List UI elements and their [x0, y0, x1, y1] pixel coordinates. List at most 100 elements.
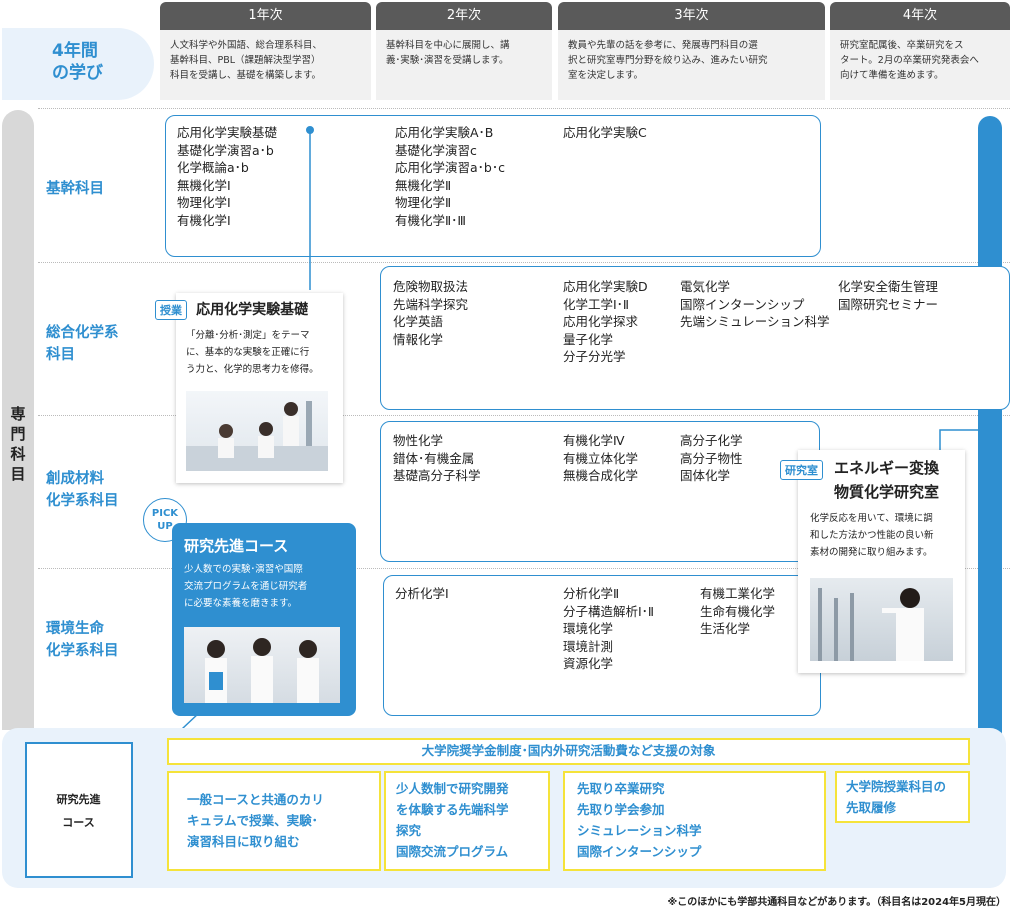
pickup-class-title: 応用化学実験基礎 [196, 302, 309, 318]
pickup-class-card: 授業 応用化学実験基礎 「分離･分析･測定」をテーマ に、基本的な実験を正確に行… [155, 293, 343, 483]
advanced-box-line: 探究 [396, 823, 422, 838]
class-lab-photo [186, 391, 328, 471]
pickup-lab-card: 研究室 エネルギー変換 物質化学研究室 化学反応を用いて、環境に調 和した方法か… [780, 450, 965, 673]
course-item: 分析化学Ⅱ [563, 586, 620, 601]
course-item: 分析化学Ⅰ [395, 586, 449, 601]
side-label-char: 門 [10, 425, 26, 443]
course-item: 化学英語 [393, 314, 444, 329]
year-4-label: 4年次 [902, 8, 938, 23]
course-item: 物理化学Ⅰ [177, 195, 231, 210]
row-divider [38, 415, 1010, 416]
course-item: 資源化学 [563, 656, 614, 671]
advanced-box-line: 国際交流プログラム [396, 844, 509, 859]
core-year3-list: 応用化学実験C [563, 124, 647, 142]
row-label-environmental-chemistry: 環境生命化学系科目 [46, 618, 119, 662]
pickup-class-header: 授業 応用化学実験基礎 [155, 299, 308, 320]
advanced-box-line: 大学院授業科目の [846, 779, 947, 794]
course-item: 分子分光学 [563, 349, 626, 364]
core-subjects-box [165, 115, 821, 257]
course-item: 固体化学 [680, 468, 731, 483]
materials-year2-list: 物性化学錯体･有機金属基礎高分子科学 [393, 432, 481, 485]
course-item: 有機工業化学 [700, 586, 776, 601]
pickup-class-text: 「分離･分析･測定」をテーマ に、基本的な実験を正確に行 う力と、化学的思考力を… [186, 327, 338, 378]
course-item: 無機化学Ⅱ [395, 177, 452, 193]
row-divider [38, 108, 1010, 109]
pickup-lab-title-line: 物質化学研究室 [834, 483, 940, 501]
specialized-subjects-band [2, 110, 34, 730]
year-4-desc: 研究室配属後、卒業研究をス タート。2月の卒業研究発表会へ 向けて準備を進めます… [830, 30, 1010, 100]
advanced-box-line: 先取り学会参加 [577, 802, 665, 817]
row-divider [38, 568, 1010, 569]
year-3-desc-line: 教員や先輩の話を参考に、発展専門科目の選 [568, 40, 758, 51]
year-4-desc-line: 研究室配属後、卒業研究をス [840, 40, 964, 51]
year-2-desc: 基幹科目を中心に展開し、講 義･実験･演習を受講します。 [376, 30, 552, 100]
year-2-label: 2年次 [446, 8, 482, 23]
general-year2-list: 危険物取扱法先端科学探究化学英語情報化学 [393, 278, 468, 348]
year-3-tab: 3年次 [558, 2, 825, 30]
year-3-desc: 教員や先輩の話を参考に、発展専門科目の選 択と研究室専門分野を絞り込み、進みたい… [558, 30, 825, 100]
environmental-year2-list: 分析化学Ⅰ [395, 585, 449, 603]
year-2-tab: 2年次 [376, 2, 552, 30]
row-divider [38, 262, 1010, 263]
specialized-subjects-label: 専門科目 [2, 404, 34, 484]
course-item: 応用化学実験D [563, 279, 648, 294]
year-1-desc: 人文科学や外国語、総合理系科目、 基幹科目、PBL（課題解決型学習） 科目を受講… [160, 30, 371, 100]
course-item: 分子構造解析Ⅰ･Ⅱ [563, 603, 655, 619]
pickup-course-text-line: 少人数での実験･演習や国際 [184, 564, 303, 575]
year-1-label: 1年次 [248, 8, 283, 23]
pickup-lab-text: 化学反応を用いて、環境に調 和した方法かつ性能の良い新 素材の開発に取り組みます… [810, 510, 960, 561]
advanced-box-line: 先取履修 [846, 800, 897, 815]
advanced-box-line: を体験する先端科学 [396, 802, 509, 817]
pickup-lab-text-line: 和した方法かつ性能の良い新 [810, 530, 934, 541]
advanced-course-label-line: 研究先進 [56, 793, 101, 806]
pickup-lab-header: 研究室 [780, 458, 823, 480]
year-1-desc-line: 人文科学や外国語、総合理系科目、 [170, 40, 323, 51]
support-banner: 大学院奨学金制度･国内外研究活動費など支援の対象 [167, 738, 970, 765]
course-item: 環境計測 [563, 638, 614, 654]
course-item: 基礎化学演習a･b [177, 142, 274, 158]
pickup-lab-text-line: 素材の開発に取り組みます。 [810, 547, 933, 558]
row-label-line: 環境生命 [46, 621, 104, 637]
pickup-badge: PICK UP [143, 498, 187, 542]
general-chemistry-box [380, 266, 1010, 410]
pickup-course-card: 研究先進コース 少人数での実験･演習や国際 交流プログラムを通じ研究者 に必要な… [172, 523, 356, 716]
course-item: 高分子化学 [680, 433, 743, 448]
row-label-general-chemistry: 総合化学系科目 [46, 322, 119, 366]
course-item: 国際研究セミナー [838, 296, 939, 312]
advanced-box-4: 大学院授業科目の 先取履修 [835, 771, 970, 823]
four-years-line-2: の学び [52, 63, 103, 83]
row-label-line: 総合化学系 [46, 325, 119, 341]
course-item: 生活化学 [700, 621, 751, 636]
pickup-course-text-line: 交流プログラムを通じ研究者 [184, 581, 308, 592]
year-4-desc-line: タート。2月の卒業研究発表会へ [840, 55, 979, 66]
course-item: 応用化学演習a･b･c [395, 160, 505, 175]
course-item: 情報化学 [393, 331, 444, 347]
advanced-box-2: 少人数制で研究開発 を体験する先端科学 探究 国際交流プログラム [384, 771, 550, 871]
course-item: 応用化学実験基礎 [177, 125, 278, 140]
year-1-tab: 1年次 [160, 2, 371, 30]
year-2-desc-line: 基幹科目を中心に展開し、講 [386, 40, 510, 51]
year-4-tab: 4年次 [830, 2, 1010, 30]
course-item: 有機化学Ⅱ･Ⅲ [395, 212, 467, 228]
course-item: 国際インターンシップ [680, 296, 805, 312]
course-item: 化学安全衛生管理 [838, 279, 939, 294]
row-label-line: 化学系科目 [46, 643, 119, 659]
pickup-lab-title-line: エネルギー変換 [834, 459, 940, 477]
course-students-photo-art [205, 638, 319, 703]
advanced-course-label: 研究先進 コース [27, 788, 130, 834]
advanced-box-line: キュラムで授業、実験･ [187, 813, 318, 828]
course-item: 無機合成化学 [563, 468, 639, 483]
pickup-badge-line: PICK [151, 508, 179, 519]
pickup-course-text: 少人数での実験･演習や国際 交流プログラムを通じ研究者 に必要な素養を磨きます。 [184, 561, 307, 612]
pickup-lab-title: エネルギー変換 物質化学研究室 [834, 456, 939, 504]
lab-connector-line [939, 429, 978, 450]
environmental-chemistry-box [383, 575, 821, 716]
course-item: 電気化学 [680, 279, 731, 294]
course-item: 量子化学 [563, 331, 614, 347]
environmental-year3b-list: 有機工業化学生命有機化学生活化学 [700, 585, 775, 638]
